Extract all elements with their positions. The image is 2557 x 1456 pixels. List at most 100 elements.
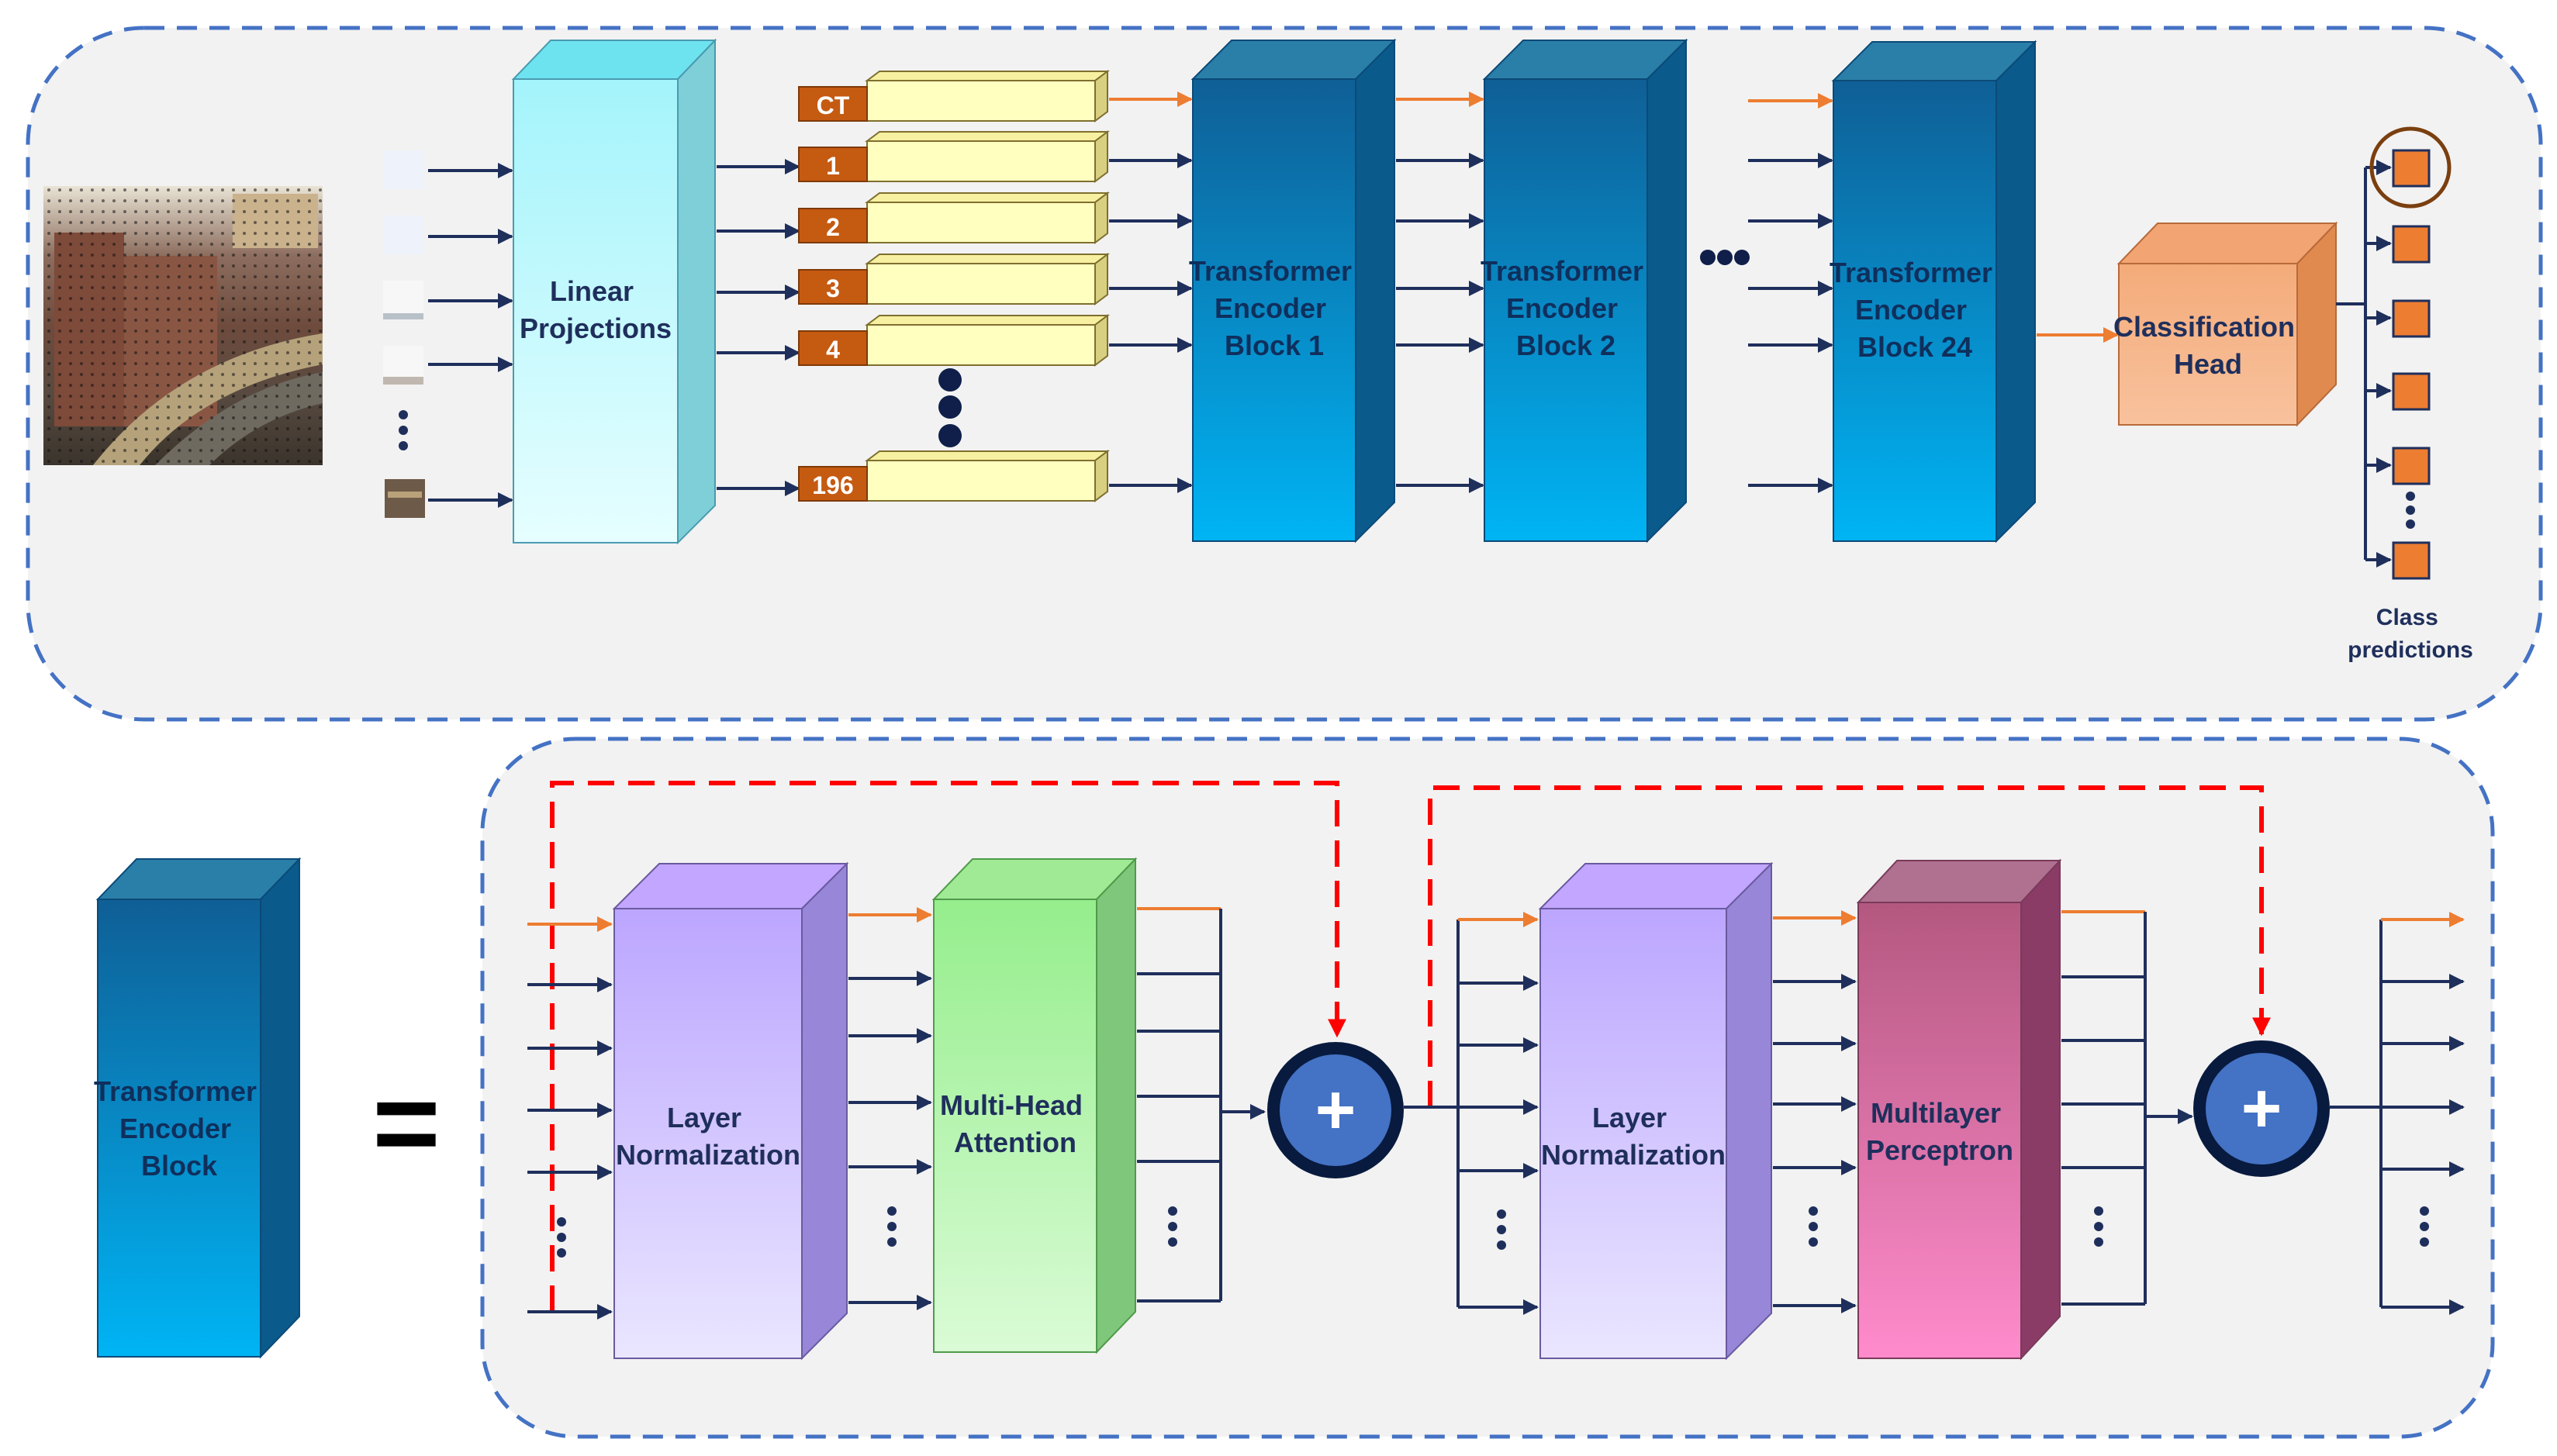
plus-sign-1: + — [1315, 1071, 1356, 1149]
image-patches — [383, 150, 425, 518]
residual-add-2: + — [2193, 1040, 2330, 1177]
prediction-box — [2392, 447, 2431, 485]
svg-text:Multilayer Perceptron: Multilayer Perceptron — [1866, 1097, 2013, 1166]
encoder-block-1-label-2: Encoder — [1215, 292, 1326, 324]
ellipsis-dot — [938, 424, 962, 447]
layer-norm-block-1: Layer Normalization — [612, 861, 849, 1361]
ellipsis-dot — [2406, 505, 2415, 515]
ln2-to-mlp-arrows — [1773, 910, 1857, 1313]
ellipsis-dot — [2406, 519, 2415, 529]
ellipsis-dot — [1497, 1209, 1506, 1219]
patch — [385, 479, 425, 518]
ellipsis-dot — [887, 1206, 897, 1216]
ellipsis-dot — [399, 441, 408, 450]
encoder-block-icon: Transformer Encoder Block — [94, 857, 302, 1359]
linear-projections-block: Linear Projections — [511, 38, 717, 545]
encoder-block-1: Transformer Encoder Block 1 — [1189, 38, 1397, 543]
ellipsis-dot — [1497, 1225, 1506, 1234]
encoder-block-24-label-3: Block 24 — [1857, 331, 1972, 363]
class-predictions-label-1: Class — [2376, 605, 2438, 630]
token-1: 1 — [798, 130, 1110, 183]
svg-text:Layer Normalization: Layer Normalization — [616, 1102, 800, 1171]
svg-text:Transformer Encoder: Transformer Encoder Block — [94, 1075, 264, 1182]
prediction-box — [2392, 149, 2431, 188]
ellipsis-dot — [887, 1237, 897, 1247]
ellipsis-dot — [1809, 1222, 1818, 1231]
svg-text:Class predictions: Class predictions — [2348, 605, 2473, 663]
patch — [383, 150, 423, 189]
mlp-block: Multilayer Perceptron — [1856, 858, 2062, 1361]
mha-block: Multi-Head Attention — [931, 857, 1138, 1354]
prediction-box — [2392, 372, 2431, 411]
ellipsis-dot — [2094, 1222, 2103, 1231]
encoder-block-label-1: Transformer — [94, 1075, 257, 1107]
classification-head-label-1: Classification — [2113, 311, 2295, 343]
encoder-block-24-label-1: Transformer — [1830, 257, 1992, 288]
prediction-fanout — [2336, 160, 2392, 568]
ellipsis-dot — [557, 1217, 566, 1227]
ellipsis-dot — [557, 1248, 566, 1258]
encoder-block-1-label-3: Block 1 — [1225, 329, 1324, 361]
encoder-block-2-label-1: Transformer — [1481, 255, 1643, 287]
encoder-block-label-2: Encoder — [119, 1113, 231, 1144]
svg-text:Transformer Encoder: Transformer Encoder Block 24 — [1830, 257, 2000, 363]
svg-text:Layer Normalization: Layer Normalization — [1541, 1102, 1726, 1171]
svg-text:Transformer Encoder: Transformer Encoder Block 2 — [1481, 255, 1651, 361]
token-to-encoder-arrows — [1109, 91, 1193, 493]
equals-sign: = — [372, 1057, 441, 1188]
mlp-label-1: Multilayer — [1871, 1097, 2001, 1129]
svg-text:Linear Projections: Linear Projections — [520, 275, 672, 344]
patch — [383, 216, 423, 254]
selected-prediction-ring — [2369, 126, 2452, 209]
svg-text:Transformer Encoder: Transformer Encoder Block 1 — [1189, 255, 1360, 361]
linear-projections-label-2: Projections — [520, 312, 672, 344]
mha-output-lines — [1137, 907, 1266, 1302]
output-arrows — [2330, 912, 2465, 1315]
ellipsis-dot — [2420, 1237, 2429, 1247]
prediction-box — [2392, 225, 2431, 264]
ellipsis-dot — [399, 410, 408, 419]
layer-norm-1-label-2: Normalization — [616, 1139, 800, 1171]
ellipsis-dot — [2420, 1206, 2429, 1216]
ellipsis-dot — [1809, 1206, 1818, 1216]
input-arrows — [527, 916, 613, 1320]
layer-norm-2-label-1: Layer — [1592, 1102, 1667, 1133]
mha-label-2: Attention — [954, 1127, 1076, 1158]
mha-label-1: Multi-Head — [940, 1089, 1083, 1121]
patch — [383, 377, 423, 385]
classification-head-label-2: Head — [2174, 348, 2242, 380]
mlp-output-lines — [2061, 910, 2193, 1306]
ellipsis-dot — [2406, 492, 2415, 501]
patch — [383, 281, 423, 319]
ellipsis-dot — [1168, 1237, 1177, 1247]
ellipsis-dot — [938, 395, 962, 419]
layer-norm-block-2: Layer Normalization — [1538, 861, 1774, 1361]
class-prediction-boxes — [2369, 126, 2452, 580]
token-embeddings: CT 1 2 3 4 — [798, 70, 1110, 502]
residual-add-1: + — [1267, 1042, 1404, 1178]
token-196: 196 — [798, 450, 1110, 502]
encoder-block-2: Transformer Encoder Block 2 — [1481, 38, 1688, 543]
encoder-block-24-label-2: Encoder — [1855, 294, 1967, 326]
horizontal-ellipsis — [1700, 250, 1750, 265]
encoder-block-label-3: Block — [141, 1150, 218, 1182]
ln1-to-mha-arrows — [848, 907, 932, 1310]
ellipsis-dot — [2094, 1206, 2103, 1216]
layer-norm-2-label-2: Normalization — [1541, 1139, 1726, 1171]
prediction-box — [2392, 541, 2431, 580]
ellipsis-dot — [887, 1222, 897, 1231]
ellipsis-dot — [2094, 1237, 2103, 1247]
token-4: 4 — [798, 314, 1110, 367]
patch — [383, 313, 423, 319]
ellipsis-dot — [1168, 1222, 1177, 1231]
token-3-label: 3 — [826, 274, 840, 302]
mlp-label-2: Perceptron — [1866, 1134, 2013, 1166]
svg-text:Classification Head: Classification Head — [2113, 311, 2303, 380]
encoder-block-24: Transformer Encoder Block 24 — [1830, 40, 2037, 543]
token-ct-label: CT — [817, 91, 850, 119]
token-196-label: 196 — [812, 471, 853, 499]
ellipsis-dot — [399, 426, 408, 435]
ellipsis-dot — [1809, 1237, 1818, 1247]
ellipsis-dot — [2420, 1222, 2429, 1231]
